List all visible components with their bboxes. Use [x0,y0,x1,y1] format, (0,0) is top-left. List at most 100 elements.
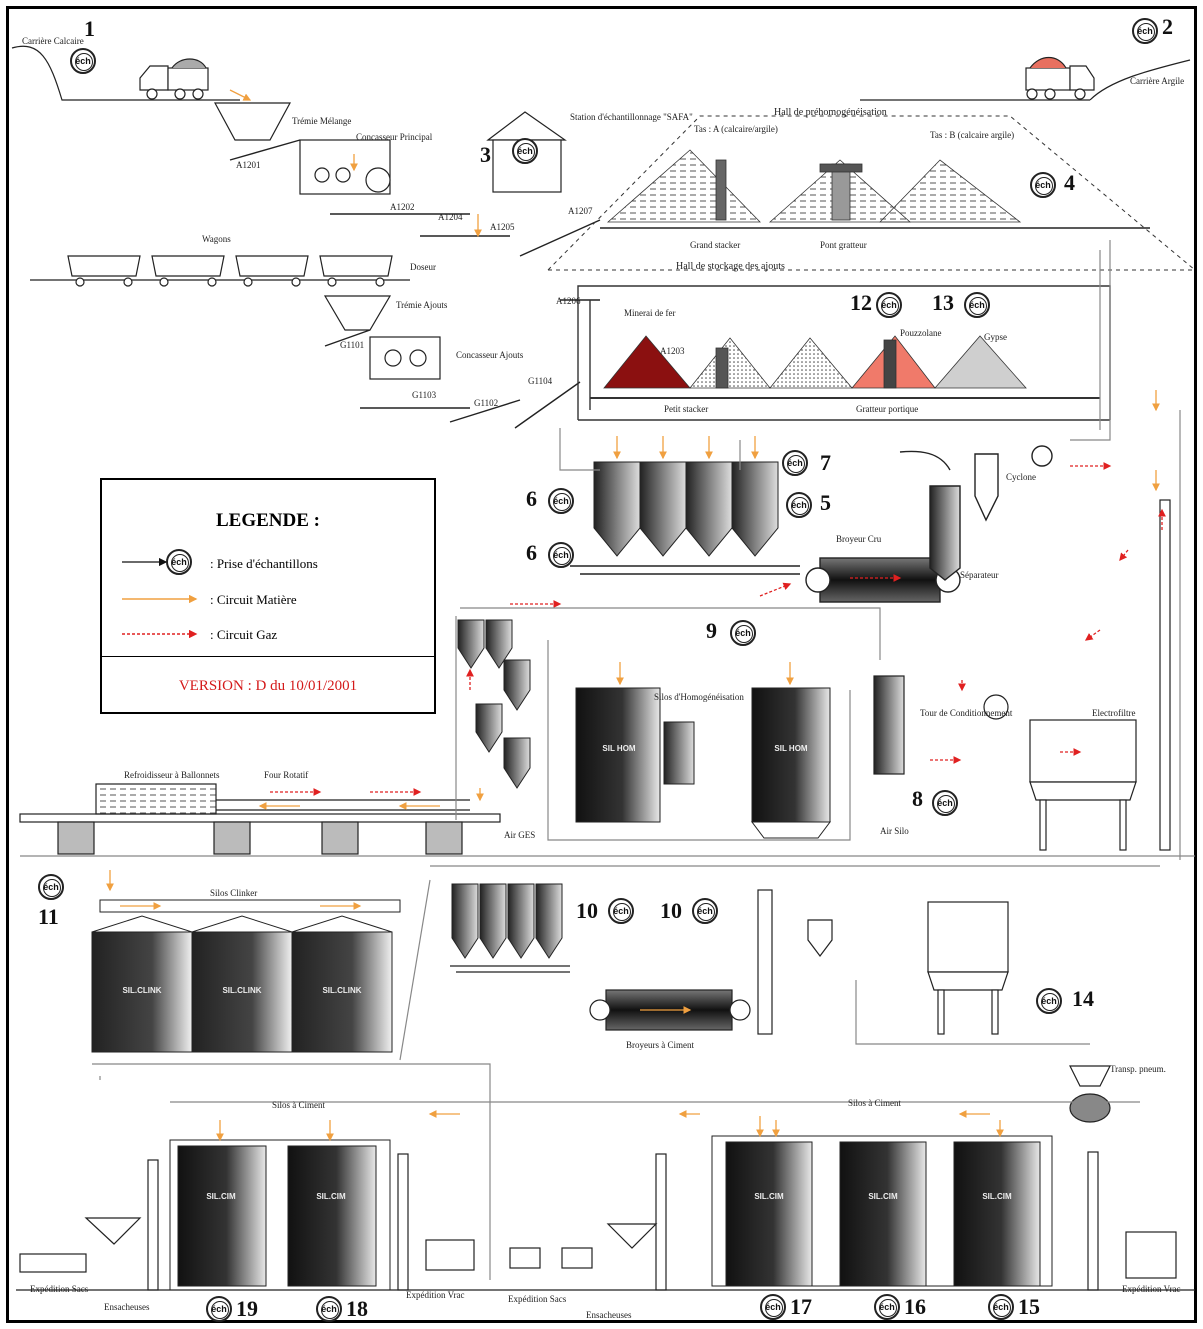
kiln [20,784,500,854]
label-separateur: Séparateur [960,570,998,580]
label-expedition-sacs-left: Expédition Sacs [30,1284,88,1294]
sample-icon-2: éch [1132,18,1158,44]
label-ensacheuses-right: Ensacheuses [586,1310,631,1320]
sample-icon-6b: éch [548,542,574,568]
label-cyclone: Cyclone [1006,472,1036,482]
cyclone-1 [975,454,998,520]
label-expedition-vrac-right: Expédition Vrac [1122,1284,1181,1294]
label-air-ges: Air GES [504,830,535,840]
label-refroidisseur: Refroidisseur à Ballonnets [124,770,219,780]
wagons [30,256,410,286]
sample-number-16: 16 [904,1296,926,1318]
label-tremie-ajouts: Trémie Ajouts [396,300,447,310]
label-petit-stacker: Petit stacker [664,404,708,414]
label-a1201: A1201 [236,160,261,170]
label-transp-pneum: Transp. pneum. [1110,1064,1166,1074]
label-tour-conditionnement: Tour de Conditionnement [920,708,1012,718]
label-g1101: G1101 [340,340,364,350]
preheater [458,620,530,788]
sample-icon-6a: éch [548,488,574,514]
sample-icon-17: éch [760,1294,786,1320]
sample-icon-10a: éch [608,898,634,924]
homog-silos [576,688,830,838]
sample-icon-5: éch [786,492,812,518]
label-hall-ajouts: Hall de stockage des ajouts [676,262,785,272]
sample-icon-12: éch [876,292,902,318]
label-concasseur-ajouts: Concasseur Ajouts [456,350,523,360]
label-a1202: A1202 [390,202,415,212]
truck-left [140,59,208,99]
label-doseur-top: Doseur [410,262,436,272]
cement-silos-right [712,1136,1052,1286]
legend-version: VERSION : D du 10/01/2001 [102,678,434,695]
sample-icon-18: éch [316,1296,342,1322]
label-gypse: Gypse [984,332,1007,342]
sample-icon-3: éch [512,138,538,164]
label-tas-a: Tas : A (calcaire/argile) [694,124,778,134]
sample-number-10b: 10 [660,900,682,922]
sample-number-12: 12 [850,292,872,314]
label-wagons: Wagons [202,234,231,244]
label-four-rotatif: Four Rotatif [264,770,308,780]
sample-number-4: 4 [1064,172,1075,194]
silo-cement-right-1-label: SIL.CIM [734,1192,804,1201]
sample-icon-11: éch [38,874,64,900]
silo-homog-left-label: SIL HOM [584,744,654,753]
legend-sampling-label: : Prise d'échantillons [210,556,318,572]
label-air-silo: Air Silo [880,826,909,836]
label-a1207: A1207 [568,206,593,216]
sample-number-14: 14 [1072,988,1094,1010]
legend-material-label: : Circuit Matière [210,592,297,608]
label-a1205: A1205 [490,222,515,232]
sample-number-13: 13 [932,292,954,314]
silo-cement-left-1-label: SIL.CIM [186,1192,256,1201]
label-a1204: A1204 [438,212,463,222]
silo-clinker-2-label: SIL.CLINK [204,986,280,995]
label-expedition-sacs-right: Expédition Sacs [508,1294,566,1304]
label-a1206: A1206 [556,296,581,306]
label-hall-prehomog: Hall de préhomogénéisation [774,108,887,118]
label-electrofiltre: Electrofiltre [1092,708,1135,718]
clinker-silos [92,900,400,1052]
sample-number-10a: 10 [576,900,598,922]
label-expedition-vrac-left: Expédition Vrac [406,1290,465,1300]
label-tas-b: Tas : B (calcaire argile) [930,130,1014,140]
label-g1102: G1102 [474,398,498,408]
label-silos-ciment-1: Silos à Ciment [272,1100,325,1110]
legend-divider [102,656,434,657]
silo-cement-right-3-label: SIL.CIM [962,1192,1032,1201]
sample-icon-7: éch [782,450,808,476]
raw-hoppers [594,462,778,556]
label-pont-gratteur: Pont gratteur [820,240,867,250]
label-concasseur-principal: Concasseur Principal [356,132,432,142]
sample-icon-9: éch [730,620,756,646]
silo-clinker-1-label: SIL.CLINK [104,986,180,995]
label-carriere-argile: Carrière Argile [1130,76,1184,86]
sample-icon-15: éch [988,1294,1014,1320]
cement-silos-left [170,1140,390,1290]
label-broyeur-cru: Broyeur Cru [836,534,881,544]
silo-cement-left-2-label: SIL.CIM [296,1192,366,1201]
sample-icon-19: éch [206,1296,232,1322]
sample-icon-14: éch [1036,988,1062,1014]
sample-icon-8: éch [932,790,958,816]
label-gratteur-portique: Gratteur portique [856,404,918,414]
silo-homog-right-label: SIL HOM [756,744,826,753]
legend-gas-label: : Circuit Gaz [210,627,277,643]
legend-title: LEGENDE : [102,510,434,532]
label-a1203: A1203 [660,346,685,356]
sample-icon-13: éch [964,292,990,318]
label-silos-ciment-2: Silos à Ciment [848,1098,901,1108]
label-pouzzolane: Pouzzolane [900,328,941,338]
sample-number-11: 11 [38,906,59,928]
label-g1104: G1104 [528,376,552,386]
label-broyeurs-ciment: Broyeurs à Ciment [626,1040,694,1050]
sample-number-6b: 6 [526,542,537,564]
silo-clinker-3-label: SIL.CLINK [304,986,380,995]
sample-number-15: 15 [1018,1296,1040,1318]
sample-number-1: 1 [84,18,95,40]
legend-symbols [118,540,208,650]
sample-number-17: 17 [790,1296,812,1318]
sample-icon-10b: éch [692,898,718,924]
label-tremie-melange: Trémie Mélange [292,116,351,126]
